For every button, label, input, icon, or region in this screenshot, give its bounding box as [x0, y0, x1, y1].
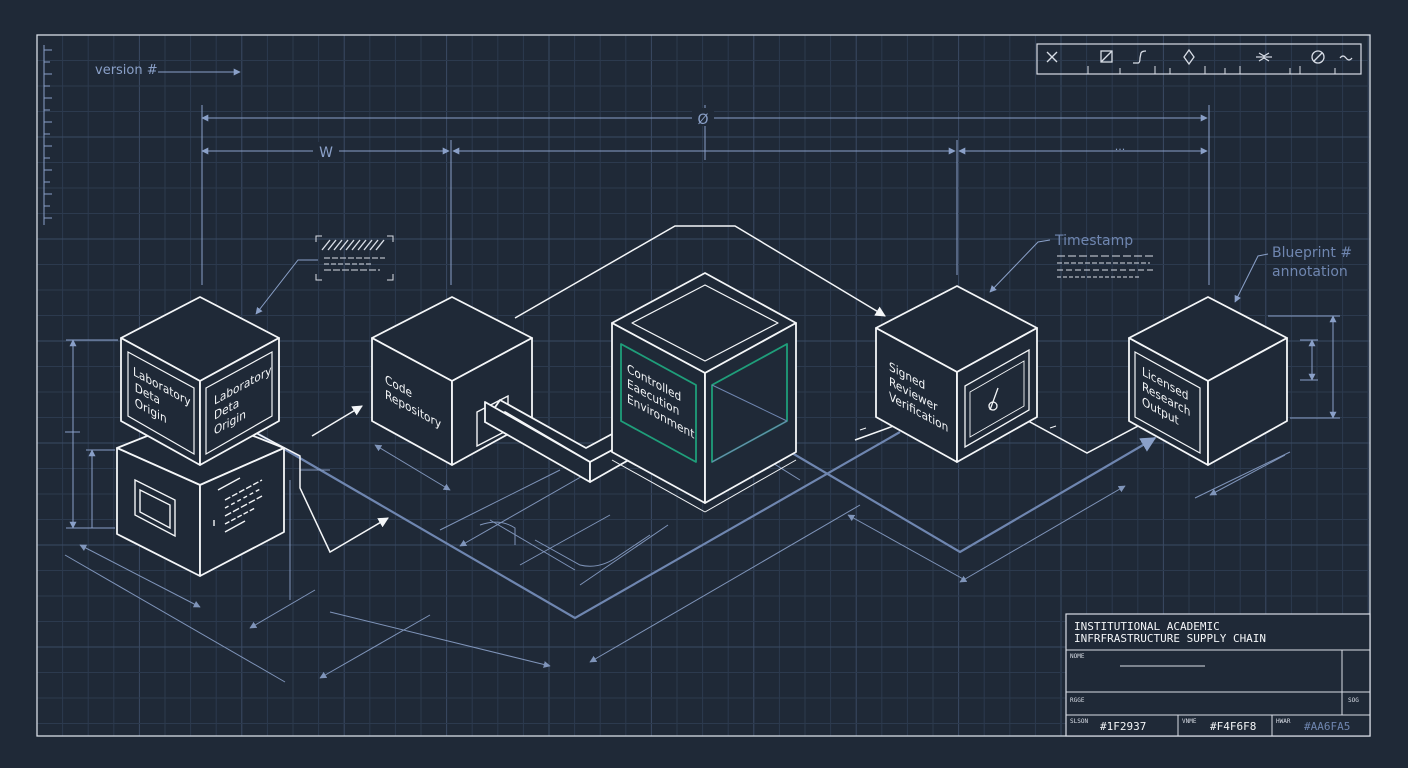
- title-block: INSTITUTIONAL ACADEMIC INFRFRASTRUCTURE …: [1065, 613, 1371, 737]
- floor-dimensions: [64, 439, 1291, 683]
- blueprint-annotation-line2: annotation: [1272, 264, 1348, 280]
- title-block-cell-label: SLSON: [1070, 718, 1088, 725]
- close-icon[interactable]: [1046, 51, 1058, 63]
- version-label: version #: [95, 63, 158, 78]
- timestamp-leader: [989, 239, 1051, 293]
- environment-details: [611, 284, 797, 513]
- title-block-frame: [1065, 613, 1371, 737]
- no-icon[interactable]: [1311, 50, 1325, 64]
- dimension-diameter-label: Ø: [697, 112, 708, 128]
- hatch-leader: [255, 259, 318, 315]
- title-block-row-label: RGGE: [1070, 697, 1085, 704]
- blueprint-leader: [1234, 253, 1269, 303]
- licensed-research-output-cube[interactable]: [1128, 296, 1288, 466]
- left-ruler: [43, 45, 52, 225]
- title-block-line1: INSTITUTIONAL ACADEMIC: [1074, 620, 1220, 633]
- laboratory-panels: [127, 350, 273, 456]
- controlled-execution-environment-cube[interactable]: [611, 272, 797, 504]
- right-height-dimensions: [1268, 315, 1340, 419]
- scale-icon[interactable]: [1256, 52, 1272, 62]
- dimension-w-label: W: [319, 145, 333, 161]
- title-block-line2: INFRFRASTRUCTURE SUPPLY CHAIN: [1074, 632, 1266, 645]
- dimension-dots-label: ...: [1115, 140, 1126, 153]
- signed-reviewer-verification-cube[interactable]: [875, 285, 1038, 463]
- curve-icon[interactable]: [1133, 50, 1147, 64]
- toolbar-frame: [1036, 43, 1362, 75]
- title-block-cell-value: #F4F6F8: [1210, 720, 1256, 733]
- laboratory-data-origin-cube[interactable]: [120, 296, 280, 466]
- code-repository-cube[interactable]: [371, 296, 533, 466]
- drawing-frame: [36, 34, 1371, 737]
- blueprint-annotation-line1: Blueprint #: [1272, 245, 1352, 261]
- timestamp-label: Timestamp: [1054, 233, 1133, 249]
- lab-storage-details: [134, 477, 263, 538]
- wave-icon[interactable]: [1339, 55, 1353, 61]
- timestamp-lines: [1057, 255, 1155, 278]
- title-block-cell-value: #AA6FA5: [1304, 720, 1350, 733]
- licensed-output-panel: [1134, 350, 1201, 455]
- diamond-icon[interactable]: [1183, 48, 1195, 66]
- signed-reviewer-details: [964, 348, 1030, 449]
- title-block-name-label: NOME: [1070, 653, 1085, 660]
- title-block-cell-value: #1F2937: [1100, 720, 1146, 733]
- toolbar: [1036, 43, 1362, 75]
- left-height-dimensions: [65, 339, 118, 529]
- box-icon[interactable]: [1100, 50, 1113, 63]
- title-block-cell-label: VNME: [1182, 718, 1197, 725]
- hatch-annotation: [315, 235, 394, 281]
- title-block-cell-label: HWAR: [1276, 718, 1291, 725]
- title-block-row-right: SOG: [1348, 697, 1359, 704]
